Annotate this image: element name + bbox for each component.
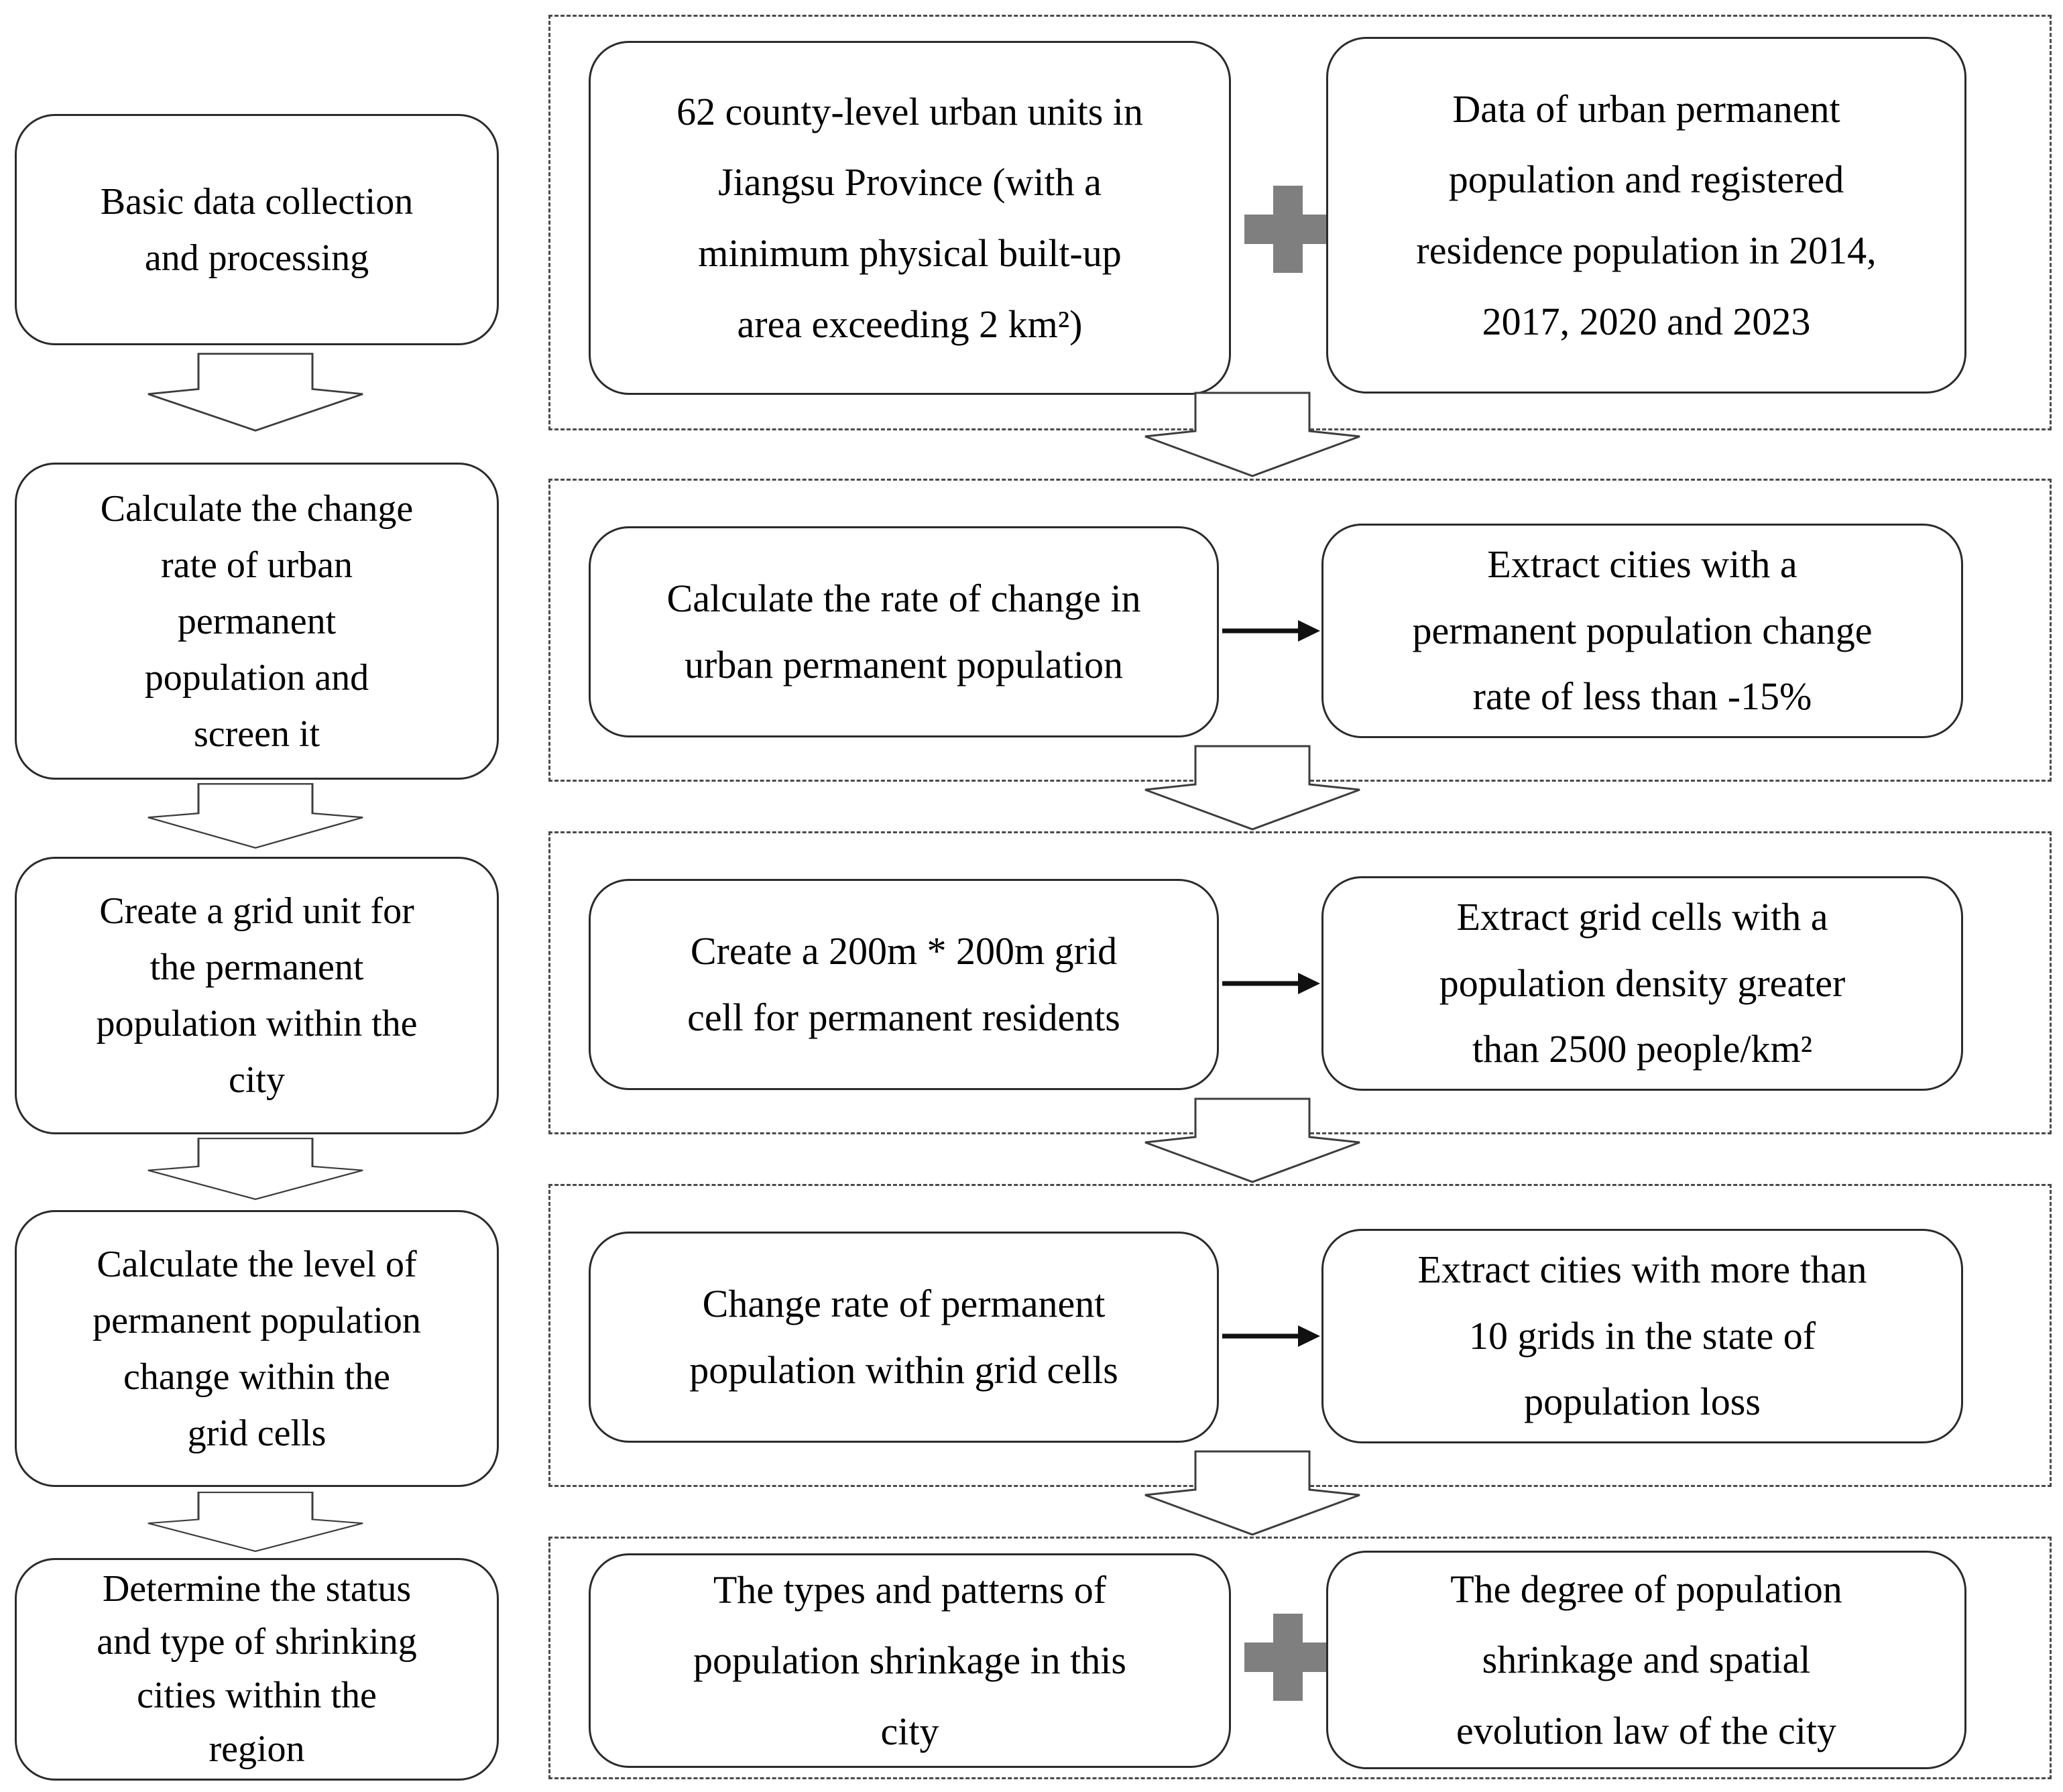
process-box: Create a 200m * 200m grid cell for perma… xyxy=(589,879,1219,1090)
left-step-box-4: Calculate the level of permanent populat… xyxy=(15,1210,499,1487)
process-box-label: Change rate of permanent population with… xyxy=(689,1281,1118,1392)
process-box: Change rate of permanent population with… xyxy=(589,1232,1219,1443)
result-box: Extract cities with a permanent populati… xyxy=(1321,524,1963,738)
arrow-right-icon xyxy=(1222,1325,1320,1347)
output-box: The types and patterns of population shr… xyxy=(589,1553,1231,1768)
process-box-label: Calculate the rate of change in urban pe… xyxy=(666,576,1141,686)
plus-icon xyxy=(1244,186,1332,273)
left-step-box-5: Determine the status and type of shrinki… xyxy=(15,1558,499,1781)
stage-row-4: Change rate of permanent population with… xyxy=(548,1184,2052,1487)
left-step-box-3: Create a grid unit for the permanent pop… xyxy=(15,857,499,1134)
plus-icon xyxy=(1244,1614,1332,1701)
output-box-label: The degree of population shrinkage and s… xyxy=(1450,1567,1842,1752)
left-step-label-2: Calculate the change rate of urban perma… xyxy=(100,487,414,755)
input-box-label: 62 county-level urban units in Jiangsu P… xyxy=(676,89,1143,346)
left-step-label-1: Basic data collection and processing xyxy=(100,180,414,279)
down-arrow-icon xyxy=(1144,1097,1360,1183)
arrow-right-icon xyxy=(1222,620,1320,642)
result-box-label: Extract cities with a permanent populati… xyxy=(1412,542,1873,719)
left-step-label-3: Create a grid unit for the permanent pop… xyxy=(96,890,418,1101)
left-step-box-2: Calculate the change rate of urban perma… xyxy=(15,463,499,780)
down-arrow-icon xyxy=(148,1492,363,1553)
process-box-label: Create a 200m * 200m grid cell for perma… xyxy=(687,929,1120,1039)
input-box: 62 county-level urban units in Jiangsu P… xyxy=(589,41,1231,395)
stage-row-3: Create a 200m * 200m grid cell for perma… xyxy=(548,831,2052,1134)
down-arrow-icon xyxy=(1144,392,1360,477)
left-step-label-5: Determine the status and type of shrinki… xyxy=(97,1567,417,1770)
down-arrow-icon xyxy=(1144,745,1360,831)
stage-row-2: Calculate the rate of change in urban pe… xyxy=(548,479,2052,782)
plus-horizontal-bar xyxy=(1244,215,1332,244)
down-arrow-icon xyxy=(148,353,363,432)
output-box: The degree of population shrinkage and s… xyxy=(1326,1551,1966,1769)
stage-row-1: 62 county-level urban units in Jiangsu P… xyxy=(548,15,2052,430)
down-arrow-icon xyxy=(148,1138,363,1200)
input-box-label: Data of urban permanent population and r… xyxy=(1416,86,1877,343)
result-box: Extract grid cells with a population den… xyxy=(1321,876,1963,1091)
arrow-right-icon xyxy=(1222,973,1320,994)
input-box: Data of urban permanent population and r… xyxy=(1326,37,1966,394)
left-step-box-1: Basic data collection and processing xyxy=(15,114,499,345)
stage-row-5: The types and patterns of population shr… xyxy=(548,1537,2052,1779)
down-arrow-icon xyxy=(148,783,363,849)
plus-horizontal-bar xyxy=(1244,1642,1332,1672)
output-box-label: The types and patterns of population shr… xyxy=(693,1567,1126,1753)
process-box: Calculate the rate of change in urban pe… xyxy=(589,526,1219,737)
result-box: Extract cities with more than 10 grids i… xyxy=(1321,1229,1963,1443)
left-step-label-4: Calculate the level of permanent populat… xyxy=(93,1243,421,1454)
down-arrow-icon xyxy=(1144,1450,1360,1536)
result-box-label: Extract grid cells with a population den… xyxy=(1439,895,1846,1071)
result-box-label: Extract cities with more than 10 grids i… xyxy=(1417,1248,1867,1424)
